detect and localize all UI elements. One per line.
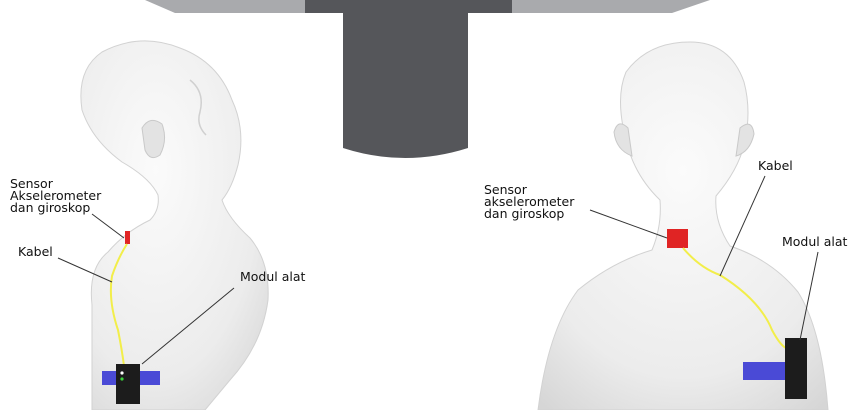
left-sensor-leader: [92, 214, 124, 238]
backdrop-dark-top: [305, 0, 512, 13]
right-figure: [538, 42, 828, 410]
right-module-label: Modul alat: [782, 236, 847, 248]
right-sensor-leader: [590, 210, 667, 238]
left-module: [116, 364, 140, 404]
right-cable-label: Kabel: [758, 160, 793, 172]
left-sensor-label: Sensor Akselerometer dan giroskop: [10, 178, 101, 214]
left-sensor-label-line-3: dan giroskop: [10, 202, 101, 214]
left-figure: [58, 41, 268, 410]
backdrop-grey-right: [512, 0, 710, 13]
right-module: [785, 338, 807, 399]
backdrop-dark-pillar: [343, 13, 468, 158]
right-sensor: [667, 229, 688, 248]
left-module-led: [120, 371, 123, 374]
right-sensor-label: Sensor akselerometer dan giroskop: [484, 184, 574, 220]
left-module-led-green: [120, 377, 123, 380]
right-figure-body: [538, 42, 828, 410]
left-cable-label: Kabel: [18, 246, 53, 258]
right-armband: [743, 362, 791, 380]
left-module-label: Modul alat: [240, 271, 305, 283]
left-figure-ear: [142, 120, 165, 157]
backdrop-grey-left: [145, 0, 305, 13]
left-figure-body: [81, 41, 268, 410]
left-sensor: [125, 231, 130, 244]
right-sensor-label-line-3: dan giroskop: [484, 208, 574, 220]
